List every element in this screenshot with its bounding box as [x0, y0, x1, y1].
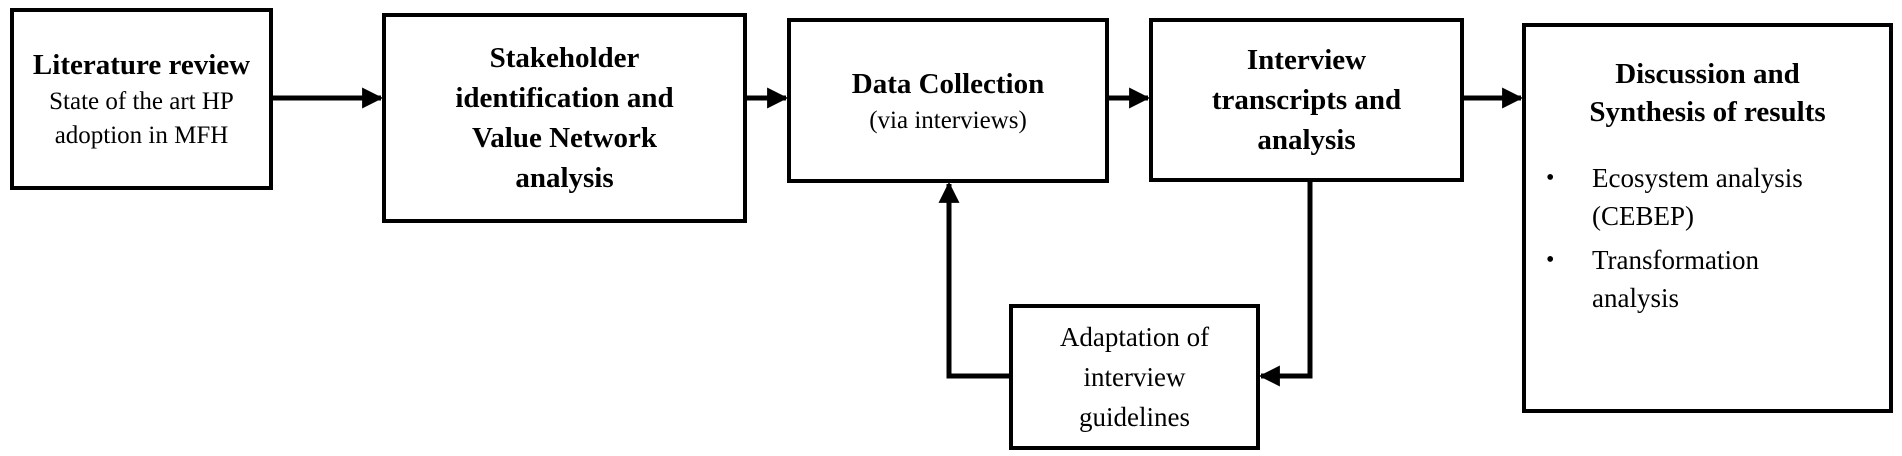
node-adaptation-guidelines: Adaptation of interview guidelines	[1009, 304, 1260, 450]
arrow-interview-to-adaptation	[1258, 182, 1313, 387]
bullet-item: • Transformation analysis	[1526, 241, 1889, 317]
node-title: Discussion and Synthesis of results	[1589, 58, 1826, 128]
bullet-text: Transformation analysis	[1592, 245, 1759, 313]
node-discussion-synthesis: Discussion and Synthesis of results • Ec…	[1522, 23, 1893, 413]
node-interview-transcripts: Interview transcripts and analysis	[1149, 18, 1464, 182]
bullet-marker: •	[1546, 165, 1555, 191]
node-subtitle: State of the art HP adoption in MFH	[49, 88, 234, 149]
node-literature-review: Literature review State of the art HP ad…	[10, 8, 273, 190]
node-data-collection: Data Collection (via interviews)	[787, 18, 1109, 183]
bullet-item: • Ecosystem analysis (CEBEP)	[1526, 159, 1889, 235]
node-title: Literature review	[32, 49, 251, 81]
arrow-adaptation-to-data	[938, 181, 1009, 379]
bullet-marker: •	[1546, 247, 1555, 273]
node-title: Data Collection	[851, 67, 1045, 100]
node-stakeholder-identification: Stakeholder identification and Value Net…	[382, 13, 747, 223]
node-title: Stakeholder identification and Value Net…	[455, 42, 674, 194]
node-subtitle: (via interviews)	[869, 106, 1027, 134]
node-title: Interview transcripts and analysis	[1211, 44, 1402, 156]
bullet-list: • Ecosystem analysis (CEBEP) • Transform…	[1526, 159, 1889, 323]
node-text: Adaptation of interview guidelines	[1059, 322, 1210, 432]
bullet-text: Ecosystem analysis (CEBEP)	[1592, 163, 1803, 231]
